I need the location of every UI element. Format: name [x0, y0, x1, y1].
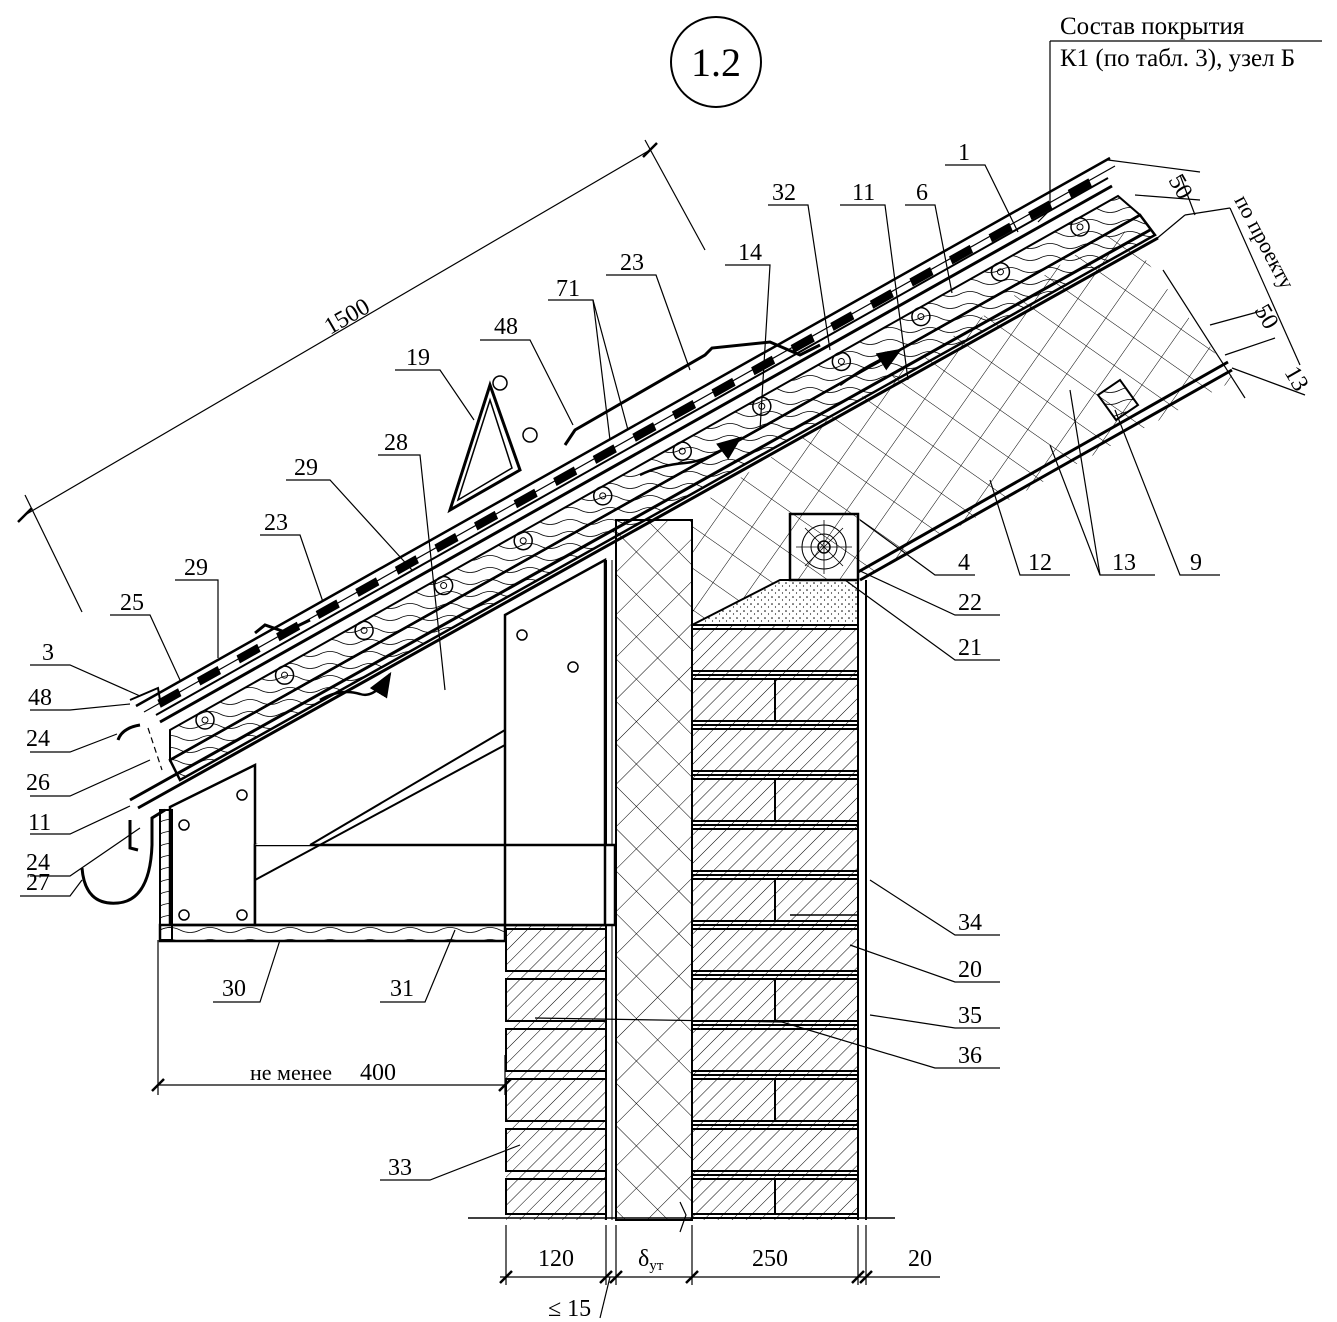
roof-insulation	[692, 225, 1235, 625]
vertical-post	[503, 557, 607, 927]
callout-71: 71	[556, 276, 580, 302]
node-marker: 1.2	[670, 16, 762, 108]
snow-guard	[447, 375, 538, 514]
callout-1: 1	[958, 140, 970, 166]
step-flashing	[254, 340, 821, 635]
callout-34: 34	[958, 910, 982, 936]
dim-le-15: ≤ 15	[548, 1296, 591, 1322]
gutter	[80, 686, 166, 905]
callout-leaders	[20, 164, 1220, 1181]
callout-25: 25	[120, 590, 144, 616]
callout-11-low: 11	[28, 810, 51, 836]
inner-brick-wall	[691, 625, 859, 1220]
callout-48-low: 48	[28, 685, 52, 711]
callout-24-top: 24	[26, 726, 50, 752]
dim-20: 20	[908, 1246, 932, 1272]
callout-23-top: 23	[620, 250, 644, 276]
interior-plaster	[790, 580, 867, 1220]
dim-delta-main: δ	[638, 1246, 649, 1272]
callout-33: 33	[388, 1155, 412, 1181]
dim-po-proektu: по проекту	[1230, 191, 1300, 294]
roof-sheathing	[155, 177, 1113, 724]
soffit-board	[158, 809, 507, 943]
callout-4: 4	[958, 550, 970, 576]
dim-ne-menee-label: не менее	[250, 1060, 332, 1085]
dim-50-top: 50	[1163, 170, 1198, 204]
callout-9: 9	[1190, 550, 1202, 576]
callout-36: 36	[958, 1043, 982, 1069]
dimension-slope-1500	[17, 139, 706, 613]
dim-delta: δут	[638, 1246, 664, 1274]
batten-section	[1096, 378, 1140, 422]
callout-32: 32	[772, 180, 796, 206]
callout-23-mid: 23	[264, 510, 288, 536]
callout-24-low: 24	[26, 850, 50, 876]
ventilation-arrows	[319, 348, 903, 702]
callout-12: 12	[1028, 550, 1052, 576]
callout-22: 22	[958, 590, 982, 616]
roof-lower-membrane	[129, 228, 1159, 810]
callout-31: 31	[390, 976, 414, 1002]
soffit-box	[168, 762, 257, 927]
dim-ne-menee-value: 400	[360, 1060, 396, 1086]
dimension-right-layers	[1107, 159, 1306, 399]
dim-13: 13	[1279, 362, 1314, 396]
ceiling-lining	[857, 360, 1233, 582]
callout-27: 27	[26, 870, 50, 896]
callout-19: 19	[406, 345, 430, 371]
wall-insulation-layer	[605, 519, 693, 1221]
callout-29-low: 29	[184, 555, 208, 581]
callout-26: 26	[26, 770, 50, 796]
dim-250: 250	[752, 1246, 788, 1272]
callout-20: 20	[958, 957, 982, 983]
dimension-overhang	[151, 940, 512, 1095]
callout-28: 28	[384, 430, 408, 456]
dim-1500: 1500	[320, 294, 375, 341]
dim-120: 120	[538, 1246, 574, 1272]
callout-30: 30	[222, 976, 246, 1002]
callout-14: 14	[738, 240, 762, 266]
composition-line2: К1 (по табл. 3), узел Б	[1060, 45, 1295, 72]
dimension-wall-bottom	[499, 1225, 940, 1319]
callout-3: 3	[42, 640, 54, 666]
callout-21: 21	[958, 635, 982, 661]
callout-13: 13	[1112, 550, 1136, 576]
callout-35: 35	[958, 1003, 982, 1029]
dim-50-mid: 50	[1249, 300, 1284, 334]
outer-brick-wall	[505, 925, 607, 1220]
callout-labels: 1 11 6 32 14 23 71 48 19 28 29 23 29 25 …	[26, 140, 1202, 1181]
composition-note: Состав покрытия К1 (по табл. 3), узел Б	[1037, 13, 1322, 223]
composition-line1: Состав покрытия	[1060, 13, 1245, 40]
node-number: 1.2	[691, 40, 741, 85]
callout-29-mid: 29	[294, 455, 318, 481]
callout-11-top: 11	[852, 180, 875, 206]
dim-delta-sub: ут	[649, 1258, 664, 1274]
roof-battens-layer	[169, 194, 1142, 762]
callout-6: 6	[916, 180, 928, 206]
callout-48-top: 48	[494, 314, 518, 340]
